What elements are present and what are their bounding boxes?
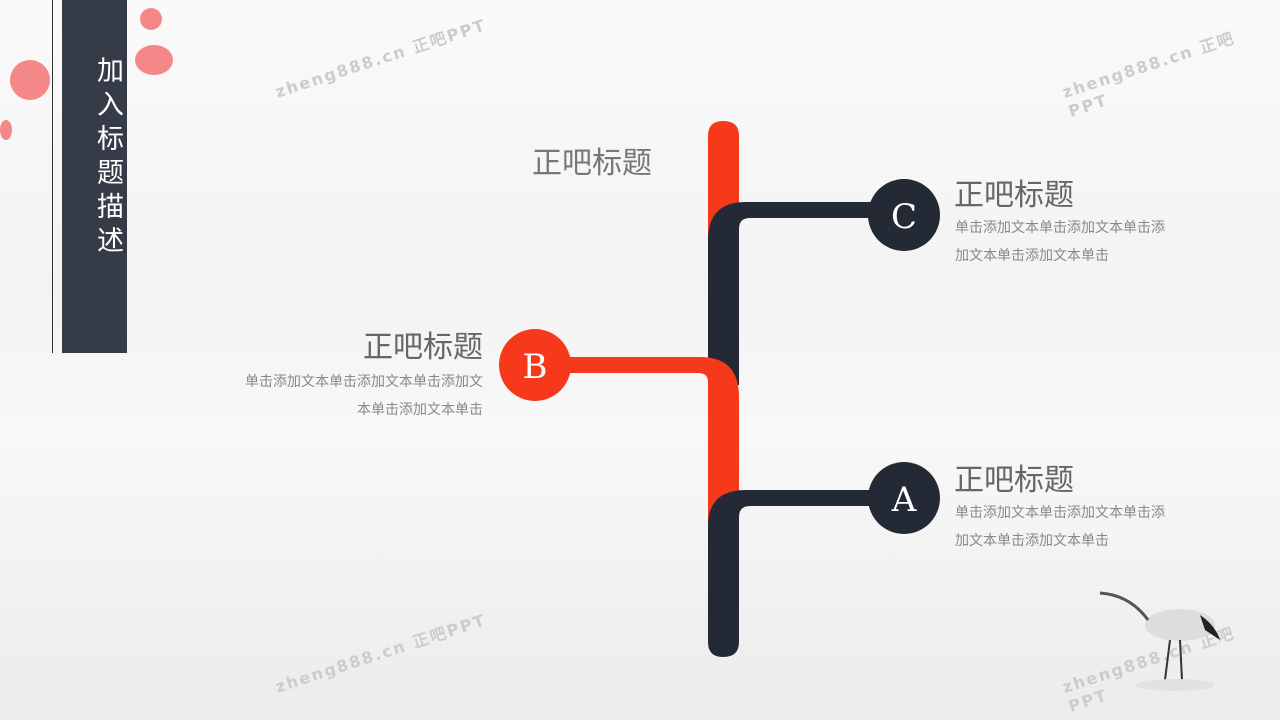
top-title: 正吧标题 — [532, 146, 652, 181]
node-b-letter: B — [523, 347, 548, 387]
blossom-decoration — [135, 45, 173, 75]
divider-line — [52, 0, 53, 353]
item-a-body-line1: 单击添加文本单击添加文本单击添 — [955, 505, 1165, 521]
item-c-body-line2: 加文本单击添加文本单击 — [955, 248, 1109, 264]
branch-b-connector — [560, 357, 739, 525]
blossom-decoration — [0, 120, 12, 140]
item-b-body-line1: 单击添加文本单击添加文本单击添加文 — [245, 374, 483, 390]
node-a-letter: A — [891, 480, 917, 520]
blossom-decoration — [10, 60, 50, 100]
item-b-body-line2: 本单击添加文本单击 — [357, 402, 483, 418]
branch-a-connector — [708, 490, 880, 657]
branch-c-connector — [708, 202, 880, 385]
node-c — [868, 179, 940, 251]
item-c-heading: 正吧标题 — [954, 178, 1074, 213]
node-a — [868, 462, 940, 534]
sidebar-title: 加入标题描述 — [92, 56, 123, 260]
sidebar-title-panel: 加入标题描述 — [62, 0, 127, 353]
item-c-body-line1: 单击添加文本单击添加文本单击添 — [955, 220, 1165, 236]
item-a-body-line2: 加文本单击添加文本单击 — [955, 533, 1109, 549]
blossom-decoration — [140, 8, 162, 30]
node-b — [499, 329, 571, 401]
item-b-heading: 正吧标题 — [363, 330, 483, 365]
item-a-heading: 正吧标题 — [954, 463, 1074, 498]
crane-illustration — [1099, 591, 1220, 691]
node-c-letter: C — [891, 197, 917, 237]
